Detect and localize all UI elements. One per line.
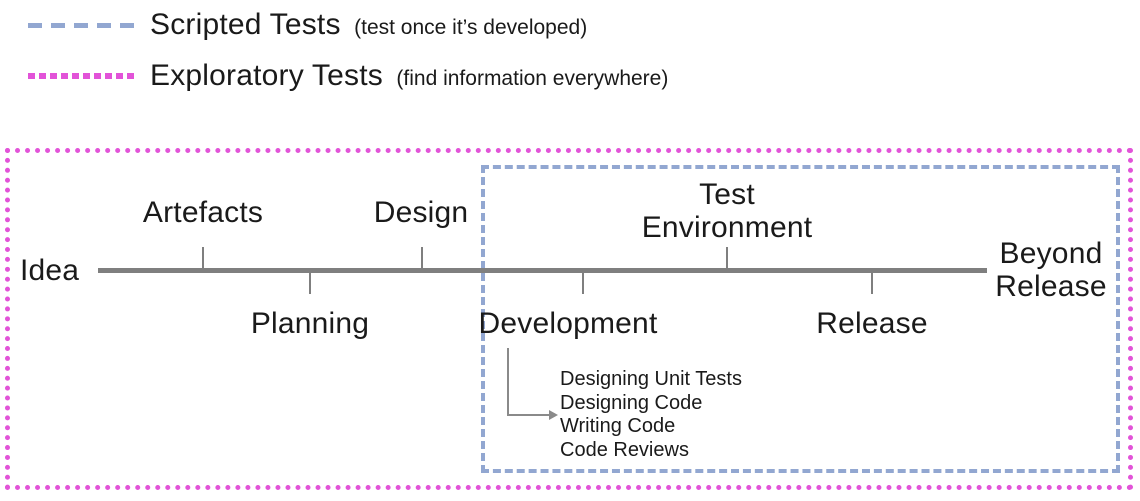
breakdown-item: Code Reviews bbox=[560, 438, 689, 461]
tick-release bbox=[871, 273, 873, 294]
timeline-bar bbox=[98, 268, 987, 273]
exploratory-dotted-line-swatch bbox=[28, 73, 138, 79]
legend-row-exploratory: Exploratory Tests (find information ever… bbox=[28, 59, 668, 93]
tick-artefacts bbox=[202, 247, 204, 268]
legend-note-scripted: (test once it’s developed) bbox=[354, 16, 588, 39]
label-planning: Planning bbox=[250, 307, 370, 340]
legend-note-exploratory: (find information everywhere) bbox=[396, 67, 669, 90]
label-release: Release bbox=[816, 307, 928, 340]
breakdown-arrow-vertical bbox=[507, 348, 509, 416]
label-artefacts: Artefacts bbox=[142, 196, 264, 229]
breakdown-item: Designing Unit Tests bbox=[560, 368, 742, 390]
label-development: Development bbox=[478, 307, 658, 340]
tick-design bbox=[421, 247, 423, 268]
scripted-dashed-line-swatch bbox=[28, 22, 138, 28]
scripted-tests-boundary-box bbox=[481, 165, 1120, 473]
tick-test-environment bbox=[726, 247, 728, 268]
legend-label-scripted: Scripted Tests bbox=[150, 8, 341, 41]
tick-planning bbox=[309, 273, 311, 294]
breakdown-arrowhead-icon bbox=[549, 410, 558, 420]
label-beyond-release-line1: Beyond bbox=[999, 237, 1103, 270]
breakdown-item: Designing Code bbox=[560, 391, 703, 414]
label-design: Design bbox=[373, 196, 469, 229]
exploratory-tests-boundary-box bbox=[5, 148, 1133, 490]
tick-development bbox=[582, 273, 584, 294]
legend-row-scripted: Scripted Tests (test once it’s developed… bbox=[28, 8, 587, 42]
label-idea: Idea bbox=[20, 254, 80, 287]
breakdown-item: Writing Code bbox=[560, 415, 676, 437]
breakdown-arrow-horizontal bbox=[507, 414, 549, 416]
label-beyond-release: Beyond Release bbox=[995, 237, 1106, 303]
legend-label-exploratory: Exploratory Tests bbox=[150, 59, 383, 92]
development-breakdown-list: Designing Unit Tests Designing Code Writ… bbox=[560, 368, 742, 462]
label-test-environment: Test Environment bbox=[642, 178, 813, 244]
label-test-environment-line2: Environment bbox=[641, 211, 813, 244]
label-test-environment-line1: Test bbox=[699, 178, 755, 211]
label-beyond-release-line2: Release bbox=[995, 270, 1107, 303]
